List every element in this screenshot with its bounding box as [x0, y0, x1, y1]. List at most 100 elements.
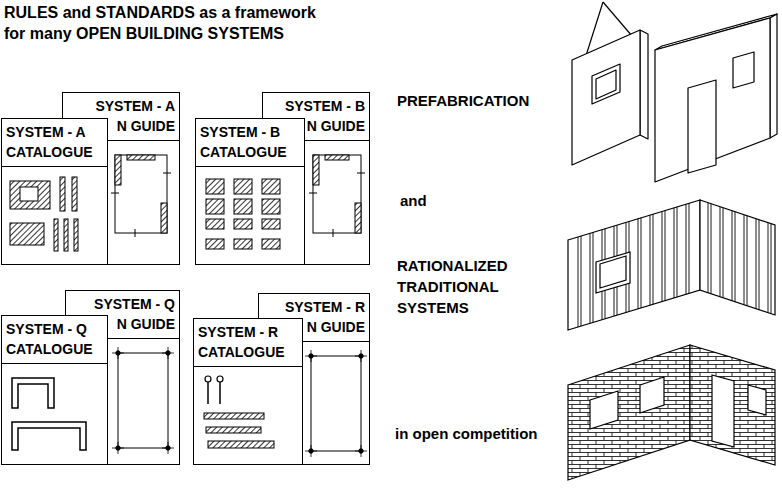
masonry-wall: [568, 345, 775, 480]
sketch-stroke: [208, 441, 274, 448]
card-header: SYSTEM - ACATALOGUE: [2, 119, 107, 167]
stud: [711, 204, 712, 294]
catalogue-card: SYSTEM - BCATALOGUE: [195, 118, 305, 265]
sketch-stroke: [111, 173, 171, 237]
stud: [708, 203, 709, 293]
stud: [756, 219, 757, 309]
stud: [593, 232, 594, 322]
wall-face: [568, 200, 700, 330]
stud: [732, 211, 733, 301]
window-frame: [600, 256, 626, 288]
card-title: N GUIDE: [117, 314, 175, 334]
sketch-stroke: [20, 187, 38, 201]
sketch-stroke: [355, 350, 367, 362]
stud: [677, 207, 678, 297]
panel-edge: [640, 30, 648, 139]
sketch-stroke: [54, 219, 58, 251]
brick-face: [568, 345, 690, 480]
sketch-stroke: [208, 382, 220, 404]
sketch-stroke: [234, 219, 252, 229]
sketch-stroke: [217, 376, 223, 382]
sketch-stroke: [127, 155, 155, 160]
sketch-stroke: [313, 155, 361, 233]
sketch-stroke: [262, 179, 280, 194]
window-opening: [733, 52, 754, 88]
stud: [735, 212, 736, 302]
card-title: SYSTEM - Q: [6, 319, 87, 339]
card-title: SYSTEM - Q: [94, 294, 175, 314]
card-title: SYSTEM - A: [95, 96, 175, 116]
card-title: CATALOGUE: [198, 342, 285, 362]
sketch-stroke: [234, 179, 252, 194]
sketch-stroke: [305, 445, 317, 457]
catalogue-card: SYSTEM - ACATALOGUE: [1, 118, 108, 265]
card-header: SYSTEM - RCATALOGUE: [194, 319, 302, 367]
sketch-stroke: [262, 199, 280, 214]
card-title: N GUIDE: [307, 116, 365, 136]
sketch-stroke: [313, 155, 319, 185]
sketch-stroke: [355, 445, 367, 457]
sketch-stroke: [205, 376, 211, 382]
stud: [665, 211, 666, 301]
stud: [590, 233, 591, 323]
sketch-stroke: [262, 219, 280, 229]
stud: [674, 208, 675, 298]
door-opening: [712, 375, 734, 447]
window-opening: [590, 391, 618, 429]
sketch-stroke: [112, 347, 124, 359]
timber-window: [596, 252, 630, 293]
sketch-stroke: [64, 219, 68, 251]
card-title: SYSTEM - A: [6, 122, 86, 142]
panel-edge: [770, 14, 777, 138]
timber-frame-wall: [568, 200, 775, 330]
stud: [689, 203, 690, 293]
leader-line: [603, 2, 632, 36]
label: RATIONALIZED TRADITIONAL SYSTEMS: [397, 255, 527, 318]
sketch-stroke: [204, 413, 264, 419]
sketch-stroke: [355, 203, 361, 233]
card-title: CATALOGUE: [6, 142, 93, 162]
label: PREFABRICATION: [397, 90, 529, 111]
sketch-stroke: [162, 347, 174, 359]
sketch-stroke: [325, 155, 349, 160]
sketch-stroke: [10, 181, 50, 209]
sketch-stroke: [60, 177, 65, 211]
card-title: SYSTEM - B: [285, 96, 365, 116]
window-frame: [596, 70, 616, 99]
sketch-stroke: [206, 427, 261, 433]
stud: [686, 204, 687, 294]
stud: [747, 216, 748, 306]
card-title: SYSTEM - R: [285, 297, 365, 317]
sketch-stroke: [305, 350, 317, 362]
sketch-stroke: [74, 219, 78, 251]
sketch-stroke: [311, 356, 361, 451]
wall-panel: [572, 30, 640, 165]
sketch-stroke: [10, 223, 44, 245]
stud: [744, 215, 745, 305]
sketch-stroke: [115, 155, 121, 185]
sketch-stroke: [206, 199, 224, 214]
sketch-stroke: [162, 442, 174, 454]
sketch-stroke: [12, 378, 54, 408]
card-title: CATALOGUE: [200, 142, 287, 162]
card-header: SYSTEM - QCATALOGUE: [2, 316, 107, 364]
catalogue-card: SYSTEM - QCATALOGUE: [1, 315, 108, 465]
label: in open competition: [395, 423, 538, 444]
card-title: CATALOGUE: [6, 339, 93, 359]
catalogue-card: SYSTEM - RCATALOGUE: [193, 318, 303, 465]
sketch-stroke: [112, 442, 124, 454]
card-title: N GUIDE: [307, 317, 365, 337]
stud: [650, 215, 651, 305]
prefab-panels: [572, 2, 777, 182]
sketch-stroke: [206, 179, 224, 194]
stud: [771, 224, 772, 314]
stud: [662, 212, 663, 302]
stud: [641, 218, 642, 308]
sketch-stroke: [206, 219, 224, 229]
window-opening: [592, 64, 620, 104]
sketch-stroke: [234, 199, 252, 214]
window-opening: [596, 252, 630, 293]
card-title: SYSTEM - R: [198, 322, 278, 342]
stud: [638, 219, 639, 309]
sketch-stroke: [309, 173, 365, 237]
